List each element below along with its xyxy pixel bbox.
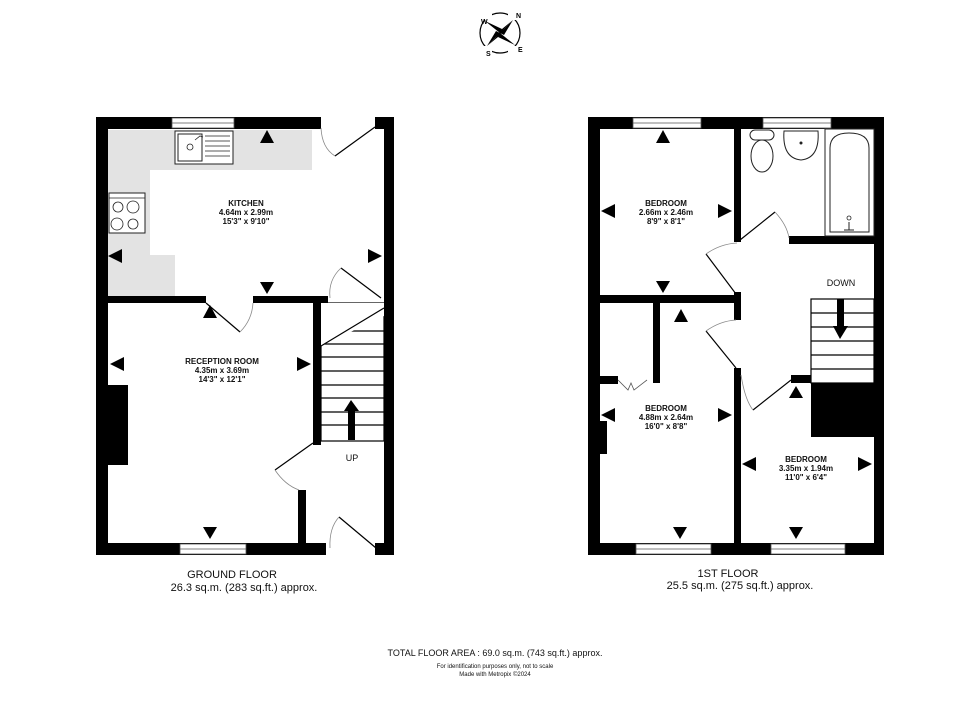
svg-text:3.35m x 1.94m: 3.35m x 1.94m bbox=[779, 464, 833, 473]
ground-floor-title: GROUND FLOOR bbox=[187, 569, 277, 581]
storage-block bbox=[811, 383, 875, 437]
front-door bbox=[329, 516, 377, 549]
svg-text:RECEPTION ROOM: RECEPTION ROOM bbox=[185, 357, 259, 366]
svg-text:14'3" x 12'1": 14'3" x 12'1" bbox=[199, 375, 246, 384]
compass-rose-icon: N E S W bbox=[478, 10, 523, 58]
reception-hall-door bbox=[274, 442, 314, 491]
ground-floor-plan: UP KITCHEN 4.64m x 2.99m 15'3" x 9'10" R… bbox=[96, 117, 394, 594]
bedroom1-door bbox=[705, 242, 738, 295]
bedroom-2-label: BEDROOM 4.88m x 2.64m 16'0" x 8'8" bbox=[639, 404, 693, 431]
reception-room-label: RECEPTION ROOM 4.35m x 3.69m 14'3" x 12'… bbox=[185, 357, 259, 384]
bedroom-3-label: BEDROOM 3.35m x 1.94m 11'0" x 6'4" bbox=[779, 455, 833, 482]
credit: Made with Metropix ©2024 bbox=[459, 671, 531, 678]
kitchen-hall-door bbox=[329, 267, 382, 299]
bedroom2-chimney bbox=[600, 421, 607, 454]
bedroom-1-label: BEDROOM 2.66m x 2.46m 8'9" x 8'1" bbox=[639, 199, 693, 226]
first-floor-plan: DOWN BEDROOM 2.66m x 2.46m 8'9" x 8'1" B… bbox=[588, 117, 884, 592]
ground-floor-area: 26.3 sq.m. (283 sq.ft.) approx. bbox=[171, 582, 318, 594]
stairs-up-arrow-icon bbox=[344, 400, 359, 440]
reception-door bbox=[205, 302, 254, 333]
first-floor-title: 1ST FLOOR bbox=[698, 568, 759, 580]
svg-text:4.88m x 2.64m: 4.88m x 2.64m bbox=[639, 413, 693, 422]
compass-south-label: S bbox=[486, 51, 491, 58]
bedroom2-door bbox=[705, 319, 737, 369]
washbasin-icon bbox=[783, 130, 819, 161]
first-floor-stairs: DOWN bbox=[810, 278, 875, 384]
svg-text:KITCHEN: KITCHEN bbox=[228, 199, 264, 208]
bedroom3-door bbox=[740, 374, 792, 411]
svg-text:4.35m x 3.69m: 4.35m x 3.69m bbox=[195, 366, 249, 375]
first-floor-area: 25.5 sq.m. (275 sq.ft.) approx. bbox=[667, 580, 814, 592]
kitchen-hob-icon bbox=[108, 192, 146, 234]
compass-east-label: E bbox=[518, 47, 523, 54]
stairs-down-label: DOWN bbox=[827, 278, 856, 288]
disclaimer: For identification purposes only, not to… bbox=[437, 664, 554, 670]
compass-west-label: W bbox=[481, 19, 488, 26]
stairs-down-arrow-icon bbox=[833, 299, 848, 339]
stairs-up-label: UP bbox=[346, 453, 359, 463]
compass-north-label: N bbox=[516, 13, 521, 20]
bathtub-icon bbox=[824, 128, 875, 237]
svg-text:15'3" x 9'10": 15'3" x 9'10" bbox=[223, 217, 270, 226]
svg-text:2.66m x 2.46m: 2.66m x 2.46m bbox=[639, 208, 693, 217]
svg-text:8'9" x 8'1": 8'9" x 8'1" bbox=[647, 217, 685, 226]
total-floor-area: TOTAL FLOOR AREA : 69.0 sq.m. (743 sq.ft… bbox=[388, 648, 603, 658]
fireplace bbox=[108, 385, 128, 465]
toilet-icon bbox=[749, 129, 775, 173]
footer: TOTAL FLOOR AREA : 69.0 sq.m. (743 sq.ft… bbox=[388, 648, 603, 678]
ground-floor-stairs: UP bbox=[320, 302, 385, 463]
svg-text:BEDROOM: BEDROOM bbox=[645, 404, 687, 413]
bathroom-door bbox=[739, 211, 790, 241]
kitchen-sink-icon bbox=[174, 130, 234, 165]
front-door-kitchen bbox=[320, 126, 376, 157]
svg-text:4.64m x 2.99m: 4.64m x 2.99m bbox=[219, 208, 273, 217]
svg-text:BEDROOM: BEDROOM bbox=[785, 455, 827, 464]
wardrobe-doors bbox=[617, 379, 648, 391]
svg-text:BEDROOM: BEDROOM bbox=[645, 199, 687, 208]
svg-text:11'0" x 6'4": 11'0" x 6'4" bbox=[785, 473, 827, 482]
svg-text:16'0" x 8'8": 16'0" x 8'8" bbox=[645, 422, 688, 431]
kitchen-label: KITCHEN 4.64m x 2.99m 15'3" x 9'10" bbox=[219, 199, 273, 226]
